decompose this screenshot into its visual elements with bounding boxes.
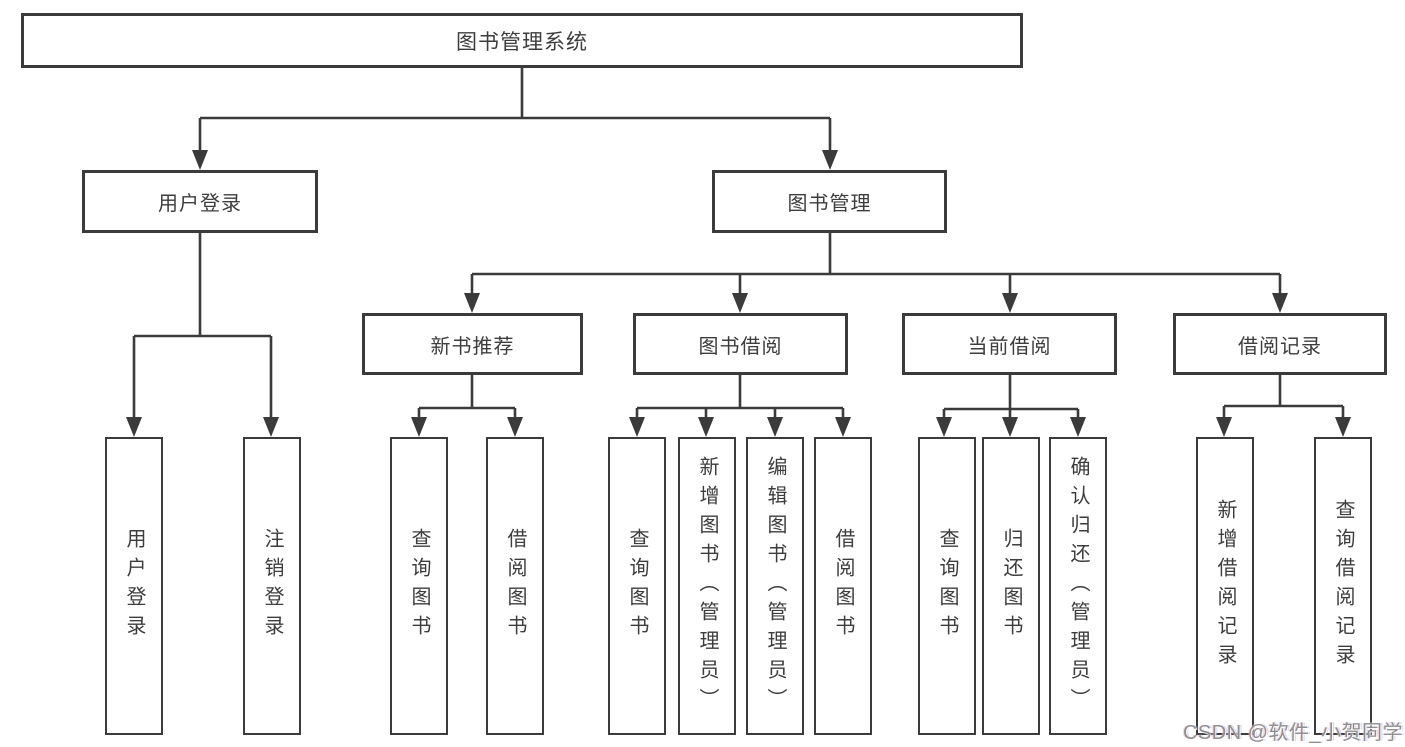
leaf-query-books-current: 查询图书 (918, 437, 976, 735)
csdn-watermark: CSDN @软件_小贺同学 (1183, 722, 1404, 744)
leaf-query-books-recommend-label: 查询图书 (408, 528, 430, 644)
node-user-login: 用户登录 (82, 170, 318, 233)
leaf-return-books: 归还图书 (982, 437, 1040, 735)
node-borrow-records: 借阅记录 (1173, 313, 1387, 375)
leaf-borrow-books-recommend-label: 借阅图书 (504, 528, 526, 644)
leaf-add-books-admin-label: 新增图书（管理员） (696, 455, 718, 717)
leaf-query-books-current-label: 查询图书 (936, 528, 958, 644)
leaf-query-books-recommend: 查询图书 (390, 437, 448, 735)
leaf-logout: 注销登录 (243, 437, 301, 735)
leaf-query-books-borrow: 查询图书 (608, 437, 666, 735)
leaf-add-borrow-record: 新增借阅记录 (1196, 437, 1254, 735)
node-book-management: 图书管理 (712, 170, 947, 233)
leaf-add-books-admin: 新增图书（管理员） (678, 437, 736, 735)
node-new-book-recommend: 新书推荐 (362, 313, 583, 375)
node-current-borrow: 当前借阅 (902, 313, 1117, 375)
leaf-return-books-label: 归还图书 (1000, 528, 1022, 644)
leaf-query-borrow-record-label: 查询借阅记录 (1332, 499, 1354, 673)
leaf-user-login: 用户登录 (105, 437, 163, 735)
leaf-confirm-return-admin: 确认归还（管理员） (1049, 437, 1107, 735)
node-book-borrow: 图书借阅 (633, 313, 848, 375)
node-library-management-system: 图书管理系统 (21, 13, 1023, 68)
leaf-query-borrow-record: 查询借阅记录 (1314, 437, 1372, 735)
leaf-borrow-books-recommend: 借阅图书 (486, 437, 544, 735)
leaf-user-login-label: 用户登录 (123, 528, 145, 644)
leaf-edit-books-admin: 编辑图书（管理员） (746, 437, 804, 735)
leaf-borrow-books: 借阅图书 (814, 437, 872, 735)
leaf-confirm-return-admin-label: 确认归还（管理员） (1067, 455, 1089, 717)
leaf-query-books-borrow-label: 查询图书 (626, 528, 648, 644)
leaf-borrow-books-label: 借阅图书 (832, 528, 854, 644)
leaf-add-borrow-record-label: 新增借阅记录 (1214, 499, 1236, 673)
leaf-logout-label: 注销登录 (261, 528, 283, 644)
leaf-edit-books-admin-label: 编辑图书（管理员） (764, 455, 786, 717)
